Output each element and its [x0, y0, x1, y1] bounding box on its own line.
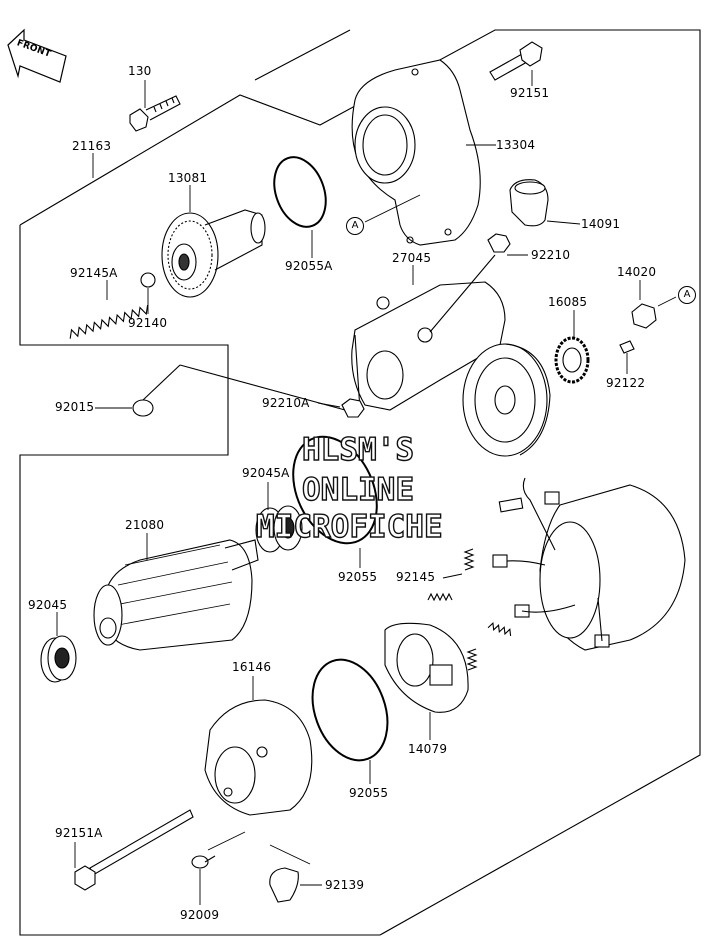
rear-cover-16146-icon: [204, 699, 313, 816]
brush-holder-14079-icon: [384, 622, 469, 713]
housing-13304-icon: [351, 59, 481, 246]
part-label-92045: 92045: [28, 598, 68, 612]
part-label-13304: 13304: [496, 138, 536, 152]
washer-92015-icon: [132, 399, 154, 417]
bolt-92151-icon: [489, 41, 543, 81]
cap-14091-icon: [509, 179, 549, 227]
spring-92145-d-icon: [466, 648, 478, 671]
solenoid-27045-icon: [351, 254, 506, 411]
armature-21080-icon: [93, 539, 259, 651]
watermark-line-1: HLSM'S: [301, 431, 414, 468]
part-label-92055-lower: 92055: [349, 786, 389, 800]
leader-lines: [56, 70, 677, 905]
boundary-split-line: [254, 29, 351, 81]
front-arrow-icon: [7, 28, 67, 83]
part-label-92055A: 92055A: [285, 259, 333, 273]
nut-92210-icon: [487, 233, 511, 253]
part-label-92140: 92140: [128, 316, 168, 330]
retainer-14020-icon: [631, 303, 657, 329]
spring-92145A-icon: [69, 305, 149, 339]
ref-marker-a-right: A: [678, 286, 696, 304]
part-label-92122: 92122: [606, 376, 646, 390]
part-label-16085: 16085: [548, 295, 588, 309]
ref-marker-a-left: A: [346, 217, 364, 235]
part-label-92151: 92151: [510, 86, 550, 100]
o-ring-92055-icon: [292, 435, 378, 545]
pin-92122-icon: [619, 340, 635, 354]
part-label-92145: 92145: [396, 570, 436, 584]
through-bolt-92151A-icon: [74, 809, 194, 891]
part-label-130: 130: [128, 64, 152, 78]
nut-92210A-icon: [341, 398, 365, 418]
group-boundary-upper: [19, 29, 701, 936]
spring-92145-b-icon: [427, 592, 453, 602]
part-label-27045: 27045: [392, 251, 432, 265]
spring-92145-c-icon: [487, 622, 512, 637]
part-label-16146: 16146: [232, 660, 272, 674]
ball-92140-icon: [140, 272, 156, 288]
clutch-gear-13081-icon: [161, 209, 266, 298]
part-label-92210: 92210: [531, 248, 571, 262]
idle-gear-16085-icon: [554, 336, 590, 384]
bearing-92045-icon: [40, 635, 77, 683]
spring-92145-icon: [463, 548, 475, 571]
part-label-14079: 14079: [408, 742, 448, 756]
part-label-92145A: 92145A: [70, 266, 118, 280]
o-ring-92055-lower-icon: [311, 658, 389, 762]
part-label-14091: 14091: [581, 217, 621, 231]
part-label-92151A: 92151A: [55, 826, 103, 840]
part-label-92009: 92009: [180, 908, 220, 922]
boot-92139-icon: [269, 867, 299, 903]
part-label-21163: 21163: [72, 139, 112, 153]
part-label-92210A: 92210A: [262, 396, 310, 410]
yoke-assembly-icon: [492, 477, 686, 651]
bearing-92045A-icon: [255, 505, 303, 553]
o-ring-92055A-icon: [273, 156, 327, 228]
part-label-92045A: 92045A: [242, 466, 290, 480]
watermark-line-3: MICROFICHE: [255, 508, 443, 545]
part-label-92015: 92015: [55, 400, 95, 414]
end-frame-icon: [462, 343, 551, 457]
part-label-92139: 92139: [325, 878, 365, 892]
part-label-14020: 14020: [617, 265, 657, 279]
bolt-130-icon: [129, 95, 181, 132]
screw-92009-icon: [191, 855, 216, 869]
part-label-21080: 21080: [125, 518, 165, 532]
part-label-13081: 13081: [168, 171, 208, 185]
part-label-92055: 92055: [338, 570, 378, 584]
watermark-line-2: ONLINE: [301, 471, 414, 508]
